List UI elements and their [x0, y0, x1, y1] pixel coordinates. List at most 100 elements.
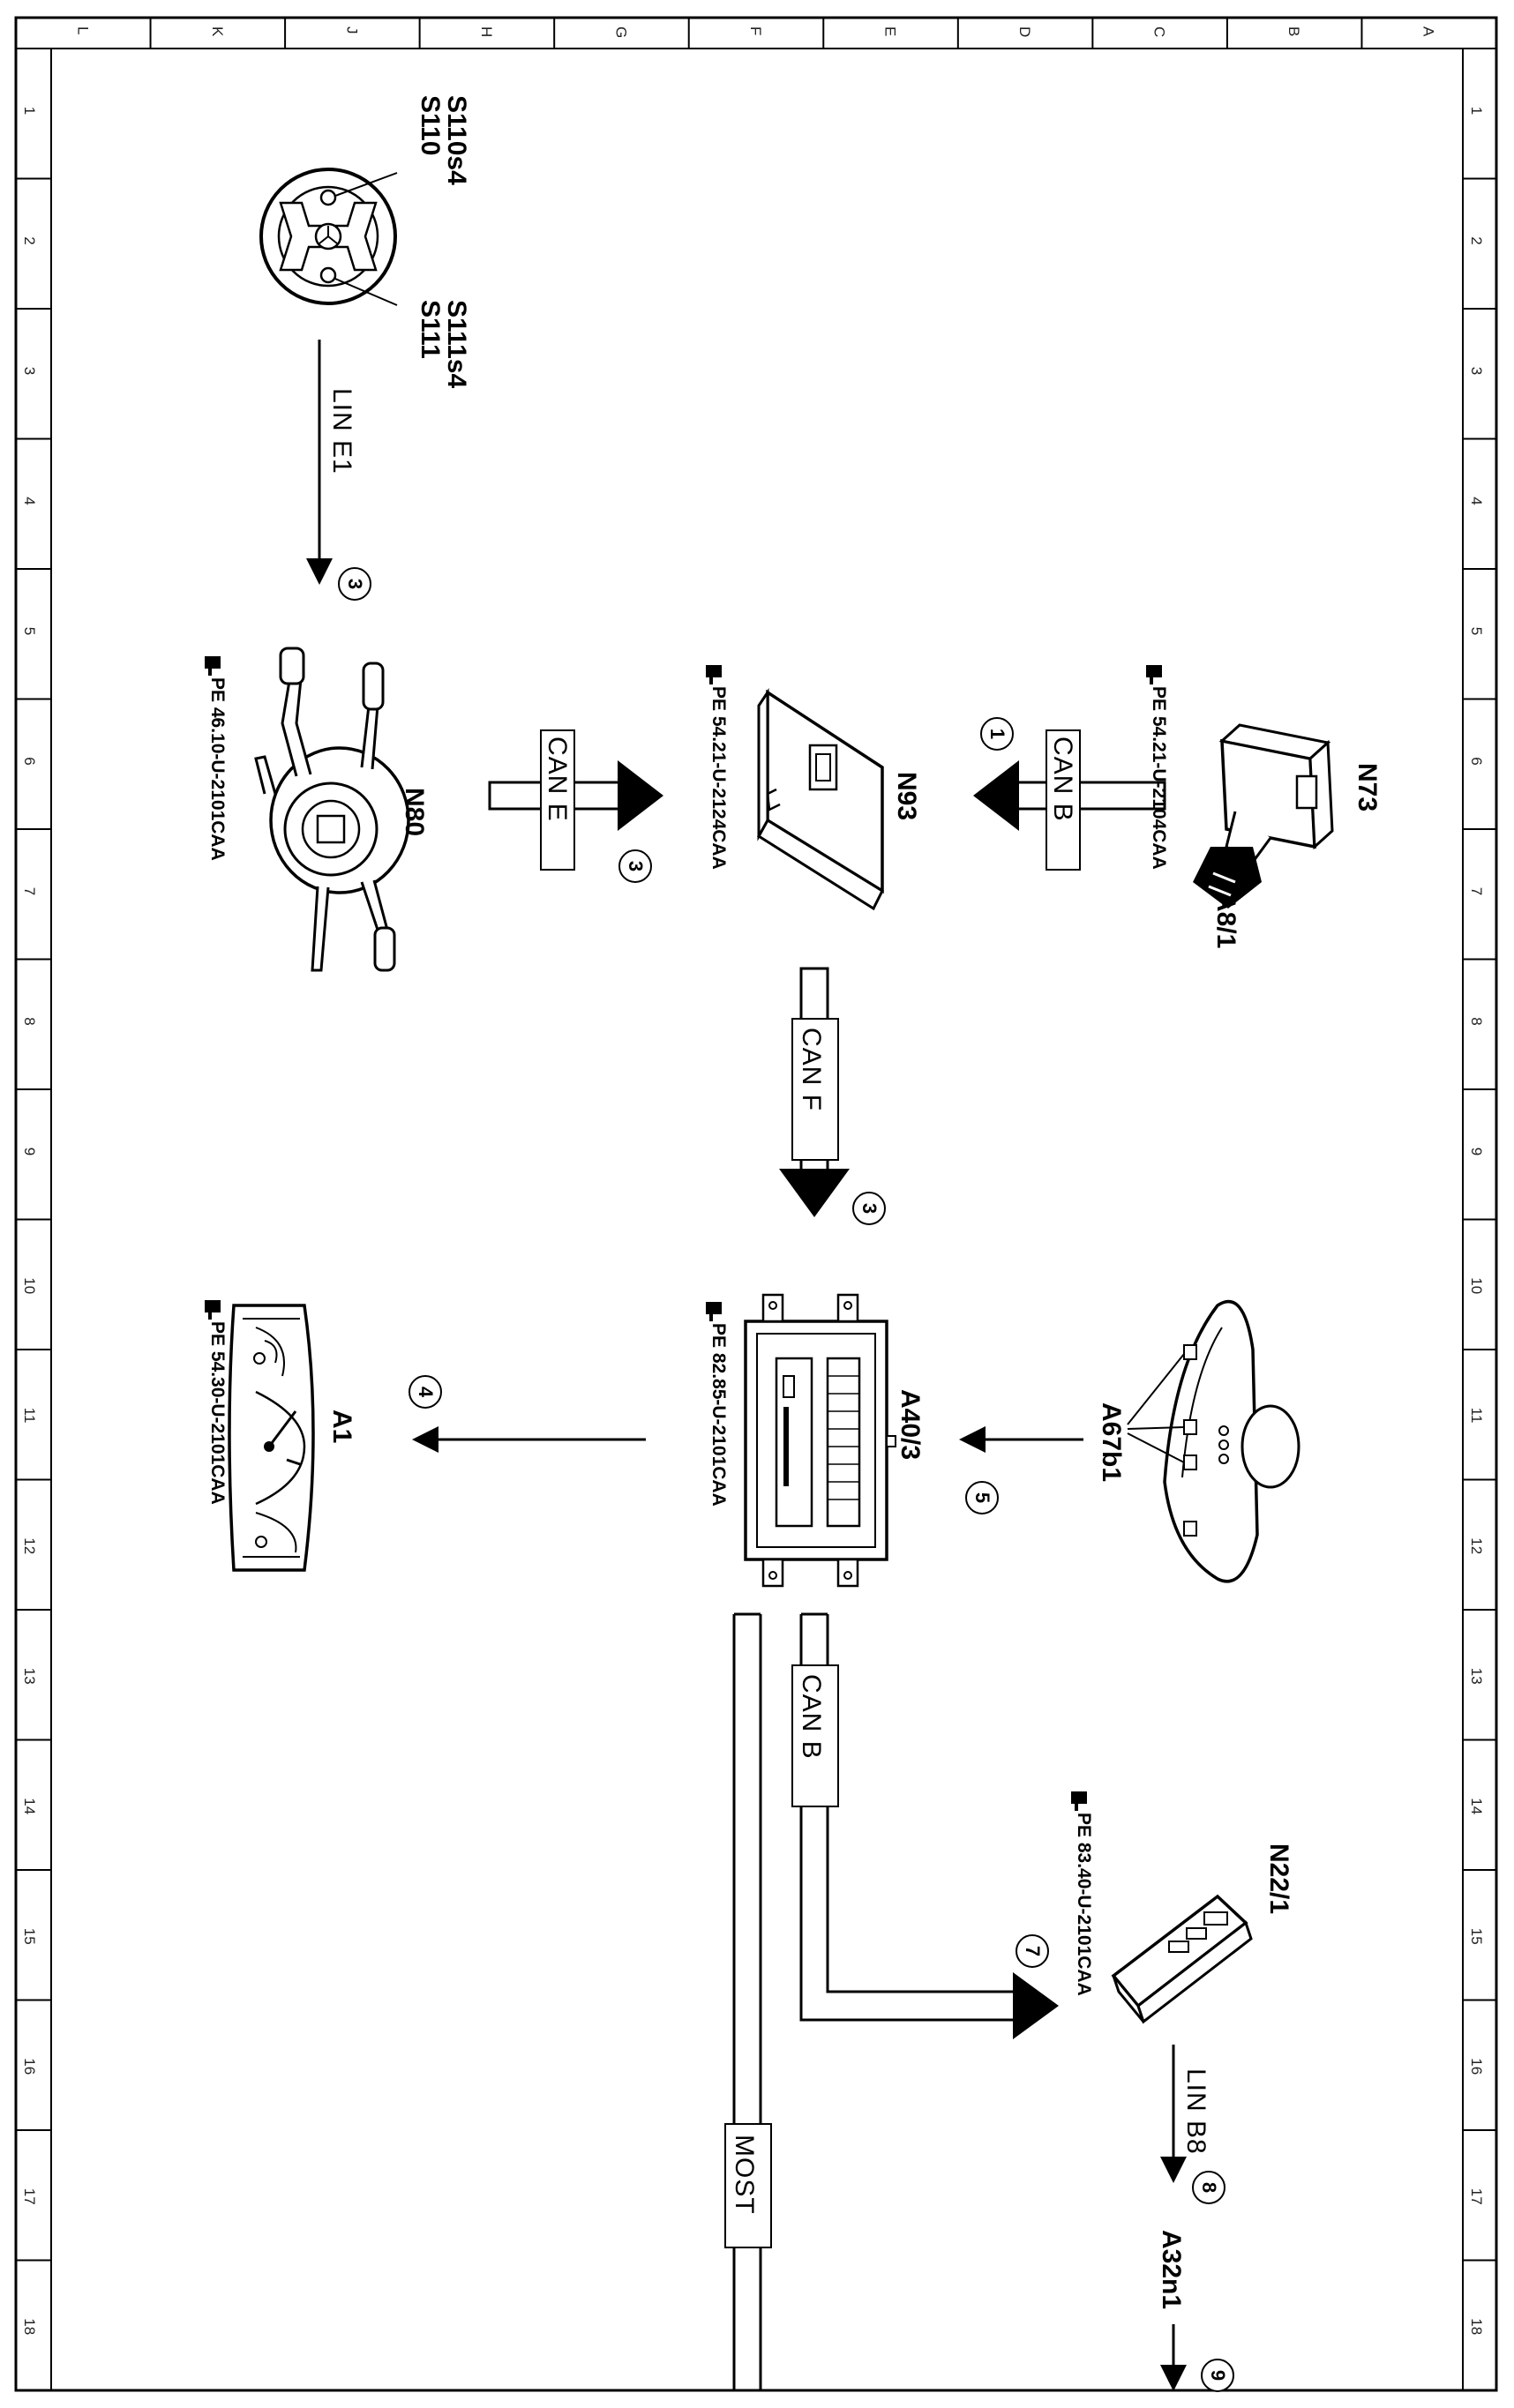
- row-label: 9: [21, 1148, 38, 1155]
- row-label: 13: [1468, 1668, 1485, 1685]
- svg-text:1: 1: [986, 729, 1008, 739]
- step-marker-4: 4: [408, 1375, 442, 1409]
- row-label: 8: [21, 1017, 38, 1025]
- row-label: 12: [21, 1537, 38, 1554]
- row-label: 8: [1468, 1017, 1485, 1025]
- label-can-b-top: CAN B: [1048, 737, 1077, 822]
- label-lin-b8: LIN B8: [1181, 2068, 1210, 2155]
- label-a40-3: A40/3: [896, 1389, 925, 1460]
- column-label: E: [882, 26, 899, 36]
- svg-text:9: 9: [1207, 2370, 1229, 2381]
- n22-1-module-icon: [1111, 1894, 1253, 2024]
- row-label: 16: [1468, 2058, 1485, 2075]
- row-label: 3: [21, 367, 38, 375]
- column-label: C: [1151, 26, 1168, 37]
- step-marker-5: 5: [965, 1481, 999, 1514]
- ref-n73: PE 54.21-U-2104CAA: [1149, 686, 1169, 870]
- a40-3-head-unit-icon: [744, 1293, 896, 1588]
- row-label: 12: [1468, 1537, 1485, 1554]
- label-most: MOST: [730, 2135, 759, 2215]
- hand-pointer-icon: [706, 665, 722, 684]
- label-a32n1: A32n1: [1157, 2230, 1186, 2309]
- ref-n80: PE 46.10-U-2101CAA: [207, 677, 228, 861]
- can-e-arrow: [488, 760, 663, 831]
- step-marker-8: 8: [1192, 2171, 1225, 2204]
- row-label: 9: [1468, 1148, 1485, 1155]
- row-label: 2: [21, 236, 38, 244]
- row-label: 10: [1468, 1277, 1485, 1294]
- a1-instrument-cluster-icon: [228, 1304, 315, 1572]
- row-label: 3: [1468, 367, 1485, 375]
- n93-module-icon: [756, 688, 884, 911]
- step-marker-3: 3: [338, 567, 371, 601]
- column-label: J: [343, 26, 360, 34]
- step-marker-9: 9: [1201, 2359, 1234, 2392]
- label-s111s4: S111s4: [442, 300, 471, 388]
- label-a8-1: A8/1: [1211, 893, 1240, 948]
- step-marker-3: 3: [852, 1192, 886, 1225]
- ref-n22-1: PE 83.40-U-2101CAA: [1074, 1813, 1094, 1996]
- n80-switch-icon: [254, 647, 410, 972]
- column-label: H: [478, 26, 495, 37]
- label-n22-1: N22/1: [1264, 1843, 1293, 1914]
- column-label: A: [1420, 26, 1437, 37]
- row-label: 13: [21, 1668, 38, 1685]
- steering-wheel-icon: [259, 168, 398, 306]
- svg-text:7: 7: [1022, 1946, 1044, 1956]
- svg-text:8: 8: [1198, 2182, 1220, 2193]
- row-label: 15: [21, 1928, 38, 1945]
- label-n80: N80: [400, 788, 429, 836]
- hand-pointer-icon: [1071, 1791, 1087, 1811]
- label-can-e: CAN E: [543, 737, 572, 822]
- column-label: D: [1016, 26, 1033, 37]
- row-label: 14: [21, 1798, 38, 1814]
- column-label: F: [747, 26, 764, 35]
- row-label: 14: [1468, 1798, 1485, 1814]
- label-lin-e1: LIN E1: [327, 388, 356, 475]
- ref-n93: PE 54.21-U-2124CAA: [708, 686, 729, 870]
- label-a1: A1: [327, 1410, 356, 1443]
- step-marker-3: 3: [618, 849, 652, 883]
- hand-pointer-icon: [205, 1300, 221, 1320]
- a67b1-mirror-icon: [1127, 1299, 1300, 1583]
- column-label: G: [612, 26, 629, 38]
- row-label: 1: [1468, 107, 1485, 115]
- column-label: L: [74, 26, 91, 34]
- label-n93: N93: [892, 772, 921, 820]
- row-label: 15: [1468, 1928, 1485, 1945]
- row-label: 16: [21, 2058, 38, 2075]
- row-label: 4: [21, 497, 38, 505]
- most-bus: [732, 1612, 762, 2390]
- row-label: 7: [21, 887, 38, 895]
- svg-text:3: 3: [344, 579, 366, 589]
- hand-pointer-icon: [1146, 665, 1162, 684]
- row-label: 4: [1468, 497, 1485, 505]
- row-label: 7: [1468, 887, 1485, 895]
- label-s111: S111: [416, 300, 445, 359]
- label-can-f: CAN F: [797, 1028, 826, 1111]
- row-label: 2: [1468, 236, 1485, 244]
- row-label: 17: [21, 2188, 38, 2205]
- svg-text:3: 3: [625, 861, 647, 871]
- column-label: B: [1285, 26, 1302, 36]
- row-label: 11: [21, 1408, 38, 1424]
- hand-pointer-icon: [205, 656, 221, 676]
- label-s110s4: S110s4: [442, 95, 471, 185]
- n73-ignition-switch-icon: [1193, 723, 1334, 909]
- ref-a40-3: PE 82.85-U-2101CAA: [708, 1323, 729, 1507]
- row-label: 18: [21, 2318, 38, 2335]
- row-label: 5: [1468, 627, 1485, 635]
- row-label: 5: [21, 627, 38, 635]
- label-can-b-bottom: CAN B: [797, 1674, 826, 1760]
- step-marker-1: 1: [980, 717, 1014, 751]
- row-label: 17: [1468, 2188, 1485, 2205]
- svg-text:4: 4: [415, 1387, 437, 1398]
- label-n73: N73: [1353, 763, 1382, 811]
- row-label: 1: [21, 107, 38, 115]
- column-label: K: [209, 26, 226, 37]
- drawing-frame: [14, 16, 1498, 2392]
- ref-a1: PE 54.30-U-2101CAA: [207, 1321, 228, 1505]
